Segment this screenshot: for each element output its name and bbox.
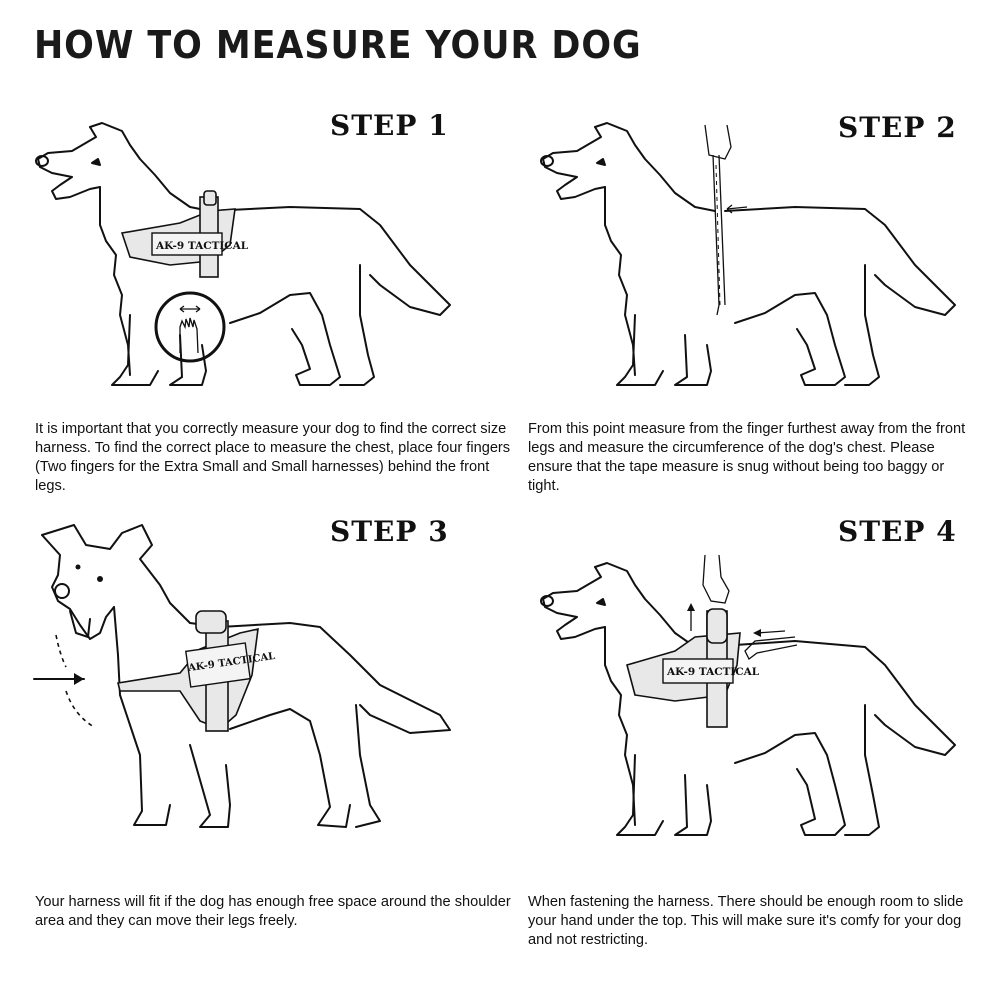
step-1-description: It is important that you correctly measu… bbox=[35, 421, 511, 494]
step-4-description: When fastening the harness. There should… bbox=[528, 894, 964, 948]
harness-label: AK-9 TACTICAL bbox=[155, 240, 249, 252]
magnifier-circle bbox=[154, 291, 226, 363]
arrow-icon bbox=[687, 603, 695, 631]
tape-measure-icon bbox=[712, 154, 726, 316]
step-1-heading: STEP 1 bbox=[330, 109, 449, 142]
harness-patch bbox=[151, 232, 223, 256]
arrow-icon bbox=[753, 629, 786, 637]
step-1-dog-illustration: AK-9 TACTICAL bbox=[35, 122, 451, 386]
dog-nose bbox=[54, 583, 70, 599]
dog-nose bbox=[35, 155, 49, 167]
arrow-icon bbox=[33, 673, 85, 685]
step-4-heading: STEP 4 bbox=[838, 515, 957, 548]
step-3-description: Your harness will fit if the dog has eno… bbox=[35, 894, 511, 929]
step-4-dog-illustration: AK-9 TACTICAL bbox=[540, 555, 956, 836]
hand-icon bbox=[179, 317, 199, 354]
step-2-description: From this point measure from the finger … bbox=[528, 421, 966, 494]
step-3-heading: STEP 3 bbox=[330, 515, 449, 548]
harness-patch bbox=[184, 642, 252, 688]
step-3-dog-illustration: AK-9 TACTICAL bbox=[33, 524, 451, 828]
harness-patch bbox=[662, 658, 734, 684]
hand-icon bbox=[704, 124, 732, 160]
step-2-dog-illustration bbox=[540, 122, 956, 386]
harness-label: AK-9 TACTICAL bbox=[666, 666, 760, 678]
hand-icon bbox=[702, 555, 798, 660]
page-title: HOW TO MEASURE YOUR DOG bbox=[34, 23, 642, 67]
step-2-heading: STEP 2 bbox=[838, 111, 957, 144]
shoulder-space-dashed-line bbox=[65, 690, 95, 728]
arrow-icon bbox=[726, 204, 748, 214]
shoulder-space-dashed-line bbox=[55, 634, 67, 668]
